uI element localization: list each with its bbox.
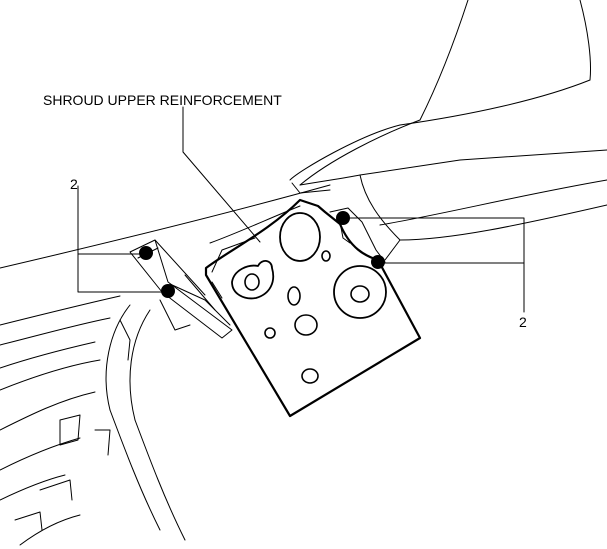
component-label: SHROUD UPPER REINFORCEMENT bbox=[43, 92, 282, 108]
bolt-lower-right bbox=[371, 255, 385, 269]
leader-line-title bbox=[183, 107, 260, 242]
headlamp-structure-outline bbox=[0, 296, 190, 545]
bolt-markers bbox=[139, 211, 385, 298]
body-panel-outline bbox=[0, 0, 607, 268]
bolt-lower-left bbox=[161, 284, 175, 298]
bolt-upper-right bbox=[336, 211, 350, 225]
bolt-upper-left bbox=[139, 246, 153, 260]
callout-lines-right bbox=[343, 218, 524, 312]
bolt-callout-label-left: 2 bbox=[70, 176, 78, 192]
bolt-callout-label-right: 2 bbox=[519, 314, 527, 330]
callout-lines-left bbox=[78, 186, 168, 292]
